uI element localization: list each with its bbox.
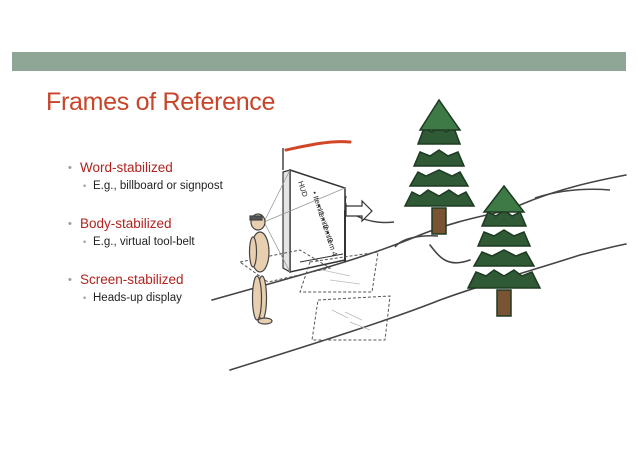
horizon-accent (284, 140, 352, 152)
body-frame (238, 249, 332, 283)
tree-tier (412, 149, 466, 167)
arrow-sign-icon (345, 199, 373, 223)
bullet-item: • Screen-stabilized (68, 272, 278, 287)
bullet-group-body: • Body-stabilized • E.g., virtual tool-b… (68, 216, 278, 248)
sub-bullet-item: • Heads-up display (83, 292, 278, 304)
sub-bullet-item: • E.g., virtual tool-belt (83, 236, 278, 248)
bullet-label: Screen-stabilized (80, 272, 184, 287)
pine-tree-icon (466, 184, 542, 317)
frame-mark (349, 321, 371, 331)
sub-bullet-label: E.g., billboard or signpost (93, 180, 223, 192)
hud-panel: HUD • Item 1 • Item 2 • Item 3 • Item 4 (282, 168, 346, 274)
bullet-item: • Body-stabilized (68, 216, 278, 231)
sight-lines (263, 169, 346, 273)
frame-mark (331, 309, 349, 319)
person-arm (248, 236, 258, 268)
sub-bullet-label: Heads-up display (93, 292, 182, 304)
pine-tree-icon (403, 98, 476, 235)
frame-marks (321, 269, 371, 331)
sight-line (263, 221, 291, 273)
headset-icon (249, 215, 263, 221)
tree-trunk (496, 289, 512, 317)
path-edge-upper (211, 174, 627, 301)
dashed-frames (238, 249, 391, 341)
person-leg (251, 275, 263, 321)
bullet-dot-icon: • (83, 237, 87, 247)
bullet-dot-icon: • (83, 181, 87, 191)
hill-line (534, 188, 611, 199)
bullet-item: • Word-stabilized (68, 160, 278, 175)
tree-tier (472, 249, 536, 267)
tree-tier (466, 269, 542, 289)
bullet-group-screen: • Screen-stabilized • Heads-up display (68, 272, 278, 304)
frame-mark (329, 279, 361, 285)
bullet-label: Body-stabilized (80, 216, 172, 231)
tree-top (418, 98, 462, 131)
path-branch (429, 244, 471, 264)
sight-line (263, 187, 346, 223)
bullet-list: • Word-stabilized • E.g., billboard or s… (68, 160, 278, 328)
sub-bullet-label: E.g., virtual tool-belt (93, 236, 195, 248)
header-bar (12, 52, 626, 71)
tree-trunk (431, 207, 447, 235)
bullet-dot-icon: • (83, 293, 87, 303)
tree-tier (408, 169, 470, 187)
world-frame (299, 251, 379, 293)
sight-line (263, 169, 291, 223)
frame-mark (321, 269, 351, 277)
bullet-dot-icon: • (68, 161, 72, 174)
tree-tier (403, 189, 476, 207)
person-figure (248, 213, 273, 325)
person-foot (257, 317, 273, 325)
bullet-label: Word-stabilized (80, 160, 173, 175)
hill-line (394, 235, 439, 248)
slide-title: Frames of Reference (46, 88, 276, 116)
sub-bullet-item: • E.g., billboard or signpost (83, 180, 278, 192)
tree-tier (476, 229, 532, 247)
frame-mark (344, 311, 363, 321)
tree-top (482, 184, 526, 213)
hill-lines (344, 188, 611, 248)
hud-edge (282, 169, 291, 274)
bullet-dot-icon: • (68, 273, 72, 286)
bullet-dot-icon: • (68, 217, 72, 230)
signpost (344, 199, 373, 262)
screen-frame (311, 295, 391, 341)
hud-base (299, 253, 344, 263)
bullet-group-world: • Word-stabilized • E.g., billboard or s… (68, 160, 278, 192)
